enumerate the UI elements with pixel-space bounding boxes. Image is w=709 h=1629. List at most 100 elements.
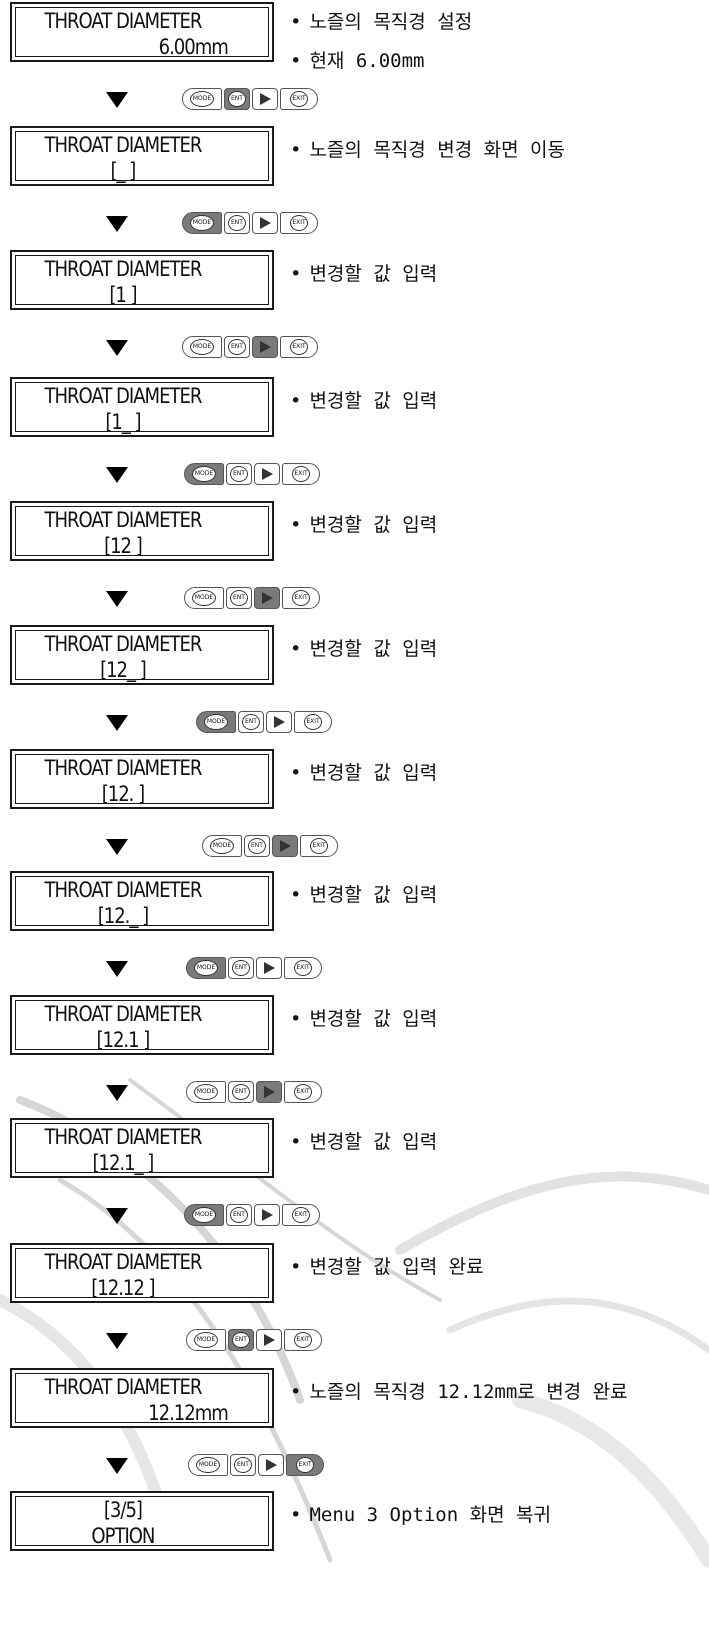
mode-key-label: MODE bbox=[192, 590, 216, 606]
enter-key-button[interactable]: ENT bbox=[244, 835, 270, 857]
bullet-icon: • bbox=[290, 263, 302, 285]
mode-key-button[interactable]: MODE bbox=[182, 212, 222, 234]
mode-key-button[interactable]: MODE bbox=[184, 463, 224, 485]
mode-key-label: MODE bbox=[190, 215, 214, 231]
description-text: 변경할 값 입력 bbox=[309, 514, 438, 536]
lcd-line-2: [1_ ] bbox=[105, 410, 141, 434]
enter-key-button[interactable]: ENT bbox=[226, 463, 252, 485]
exit-key-button[interactable]: EXIT bbox=[284, 957, 322, 979]
next-key-button[interactable] bbox=[254, 463, 280, 485]
description-text: 변경할 값 입력 bbox=[309, 884, 438, 906]
enter-key-button[interactable]: ENT bbox=[224, 336, 250, 358]
play-icon bbox=[264, 1086, 275, 1098]
mode-key-button[interactable]: MODE bbox=[182, 88, 222, 110]
lcd-display: THROAT DIAMETER[12_ ] bbox=[10, 625, 274, 685]
exit-key-label: EXIT bbox=[294, 1332, 312, 1348]
ent-key-label: ENT bbox=[228, 339, 246, 355]
exit-key-button[interactable]: EXIT bbox=[280, 88, 318, 110]
exit-key-button[interactable]: EXIT bbox=[282, 463, 320, 485]
enter-key-button[interactable]: ENT bbox=[224, 88, 250, 110]
mode-key-button[interactable]: MODE bbox=[184, 1204, 224, 1226]
enter-key-button[interactable]: ENT bbox=[228, 1329, 254, 1351]
next-key-button[interactable] bbox=[256, 1081, 282, 1103]
next-key-button[interactable] bbox=[252, 212, 278, 234]
step-description: •변경할 값 입력 bbox=[290, 513, 437, 537]
exit-key-label: EXIT bbox=[294, 1084, 312, 1100]
ent-key-label: ENT bbox=[230, 590, 248, 606]
next-key-button[interactable] bbox=[256, 1329, 282, 1351]
enter-key-button[interactable]: ENT bbox=[230, 1454, 256, 1476]
mode-key-button[interactable]: MODE bbox=[188, 1454, 228, 1476]
bullet-icon: • bbox=[290, 1381, 302, 1403]
bullet-icon: • bbox=[290, 1008, 302, 1030]
lcd-line-1: THROAT DIAMETER bbox=[44, 756, 202, 780]
lcd-display: THROAT DIAMETER[1_ ] bbox=[10, 377, 274, 437]
exit-key-button[interactable]: EXIT bbox=[284, 1329, 322, 1351]
enter-key-button[interactable]: ENT bbox=[226, 1204, 252, 1226]
enter-key-button[interactable]: ENT bbox=[226, 587, 252, 609]
exit-key-button[interactable]: EXIT bbox=[280, 212, 318, 234]
mode-key-button[interactable]: MODE bbox=[182, 336, 222, 358]
exit-key-button[interactable]: EXIT bbox=[294, 711, 332, 733]
lcd-line-2: [_ ] bbox=[110, 159, 137, 183]
play-icon bbox=[264, 962, 275, 974]
mode-key-button[interactable]: MODE bbox=[184, 587, 224, 609]
lcd-line-1: THROAT DIAMETER bbox=[44, 1375, 202, 1399]
enter-key-button[interactable]: ENT bbox=[224, 212, 250, 234]
next-key-button[interactable] bbox=[252, 88, 278, 110]
description-text: 변경할 값 입력 bbox=[309, 638, 438, 660]
next-key-button[interactable] bbox=[254, 1204, 280, 1226]
description-text: 현재 6.00mm bbox=[309, 50, 425, 72]
mode-key-button[interactable]: MODE bbox=[186, 1329, 226, 1351]
next-key-button[interactable] bbox=[252, 336, 278, 358]
next-key-button[interactable] bbox=[254, 587, 280, 609]
lcd-line-1: THROAT DIAMETER bbox=[44, 133, 202, 157]
step-description-2: • 현재 6.00mm bbox=[290, 49, 425, 73]
mode-key-button[interactable]: MODE bbox=[202, 835, 242, 857]
mode-key-label: MODE bbox=[210, 838, 234, 854]
lcd-display: THROAT DIAMETER[1 ] bbox=[10, 250, 274, 310]
step-description: • 노즐의 목직경 12.12mm로 변경 완료 bbox=[290, 1380, 628, 1404]
exit-key-label: EXIT bbox=[290, 91, 308, 107]
next-key-button[interactable] bbox=[258, 1454, 284, 1476]
play-icon bbox=[260, 217, 271, 229]
bullet-icon: • bbox=[290, 50, 302, 72]
play-icon bbox=[280, 840, 291, 852]
exit-key-button[interactable]: EXIT bbox=[282, 587, 320, 609]
next-key-button[interactable] bbox=[256, 957, 282, 979]
exit-key-button[interactable]: EXIT bbox=[282, 1204, 320, 1226]
lcd-line-2: [12._ ] bbox=[97, 904, 149, 928]
exit-key-button[interactable]: EXIT bbox=[300, 835, 338, 857]
play-icon bbox=[262, 468, 273, 480]
exit-key-label: EXIT bbox=[290, 339, 308, 355]
description-text: 노즐의 목직경 12.12mm로 변경 완료 bbox=[309, 1381, 628, 1403]
bullet-icon: • bbox=[290, 884, 302, 906]
description-text: 노즐의 목직경 변경 화면 이동 bbox=[309, 139, 565, 161]
enter-key-button[interactable]: ENT bbox=[228, 1081, 254, 1103]
lcd-line-2: [12 ] bbox=[104, 534, 143, 558]
lcd-line-1: THROAT DIAMETER bbox=[44, 257, 202, 281]
next-key-button[interactable] bbox=[272, 835, 298, 857]
mode-key-label: MODE bbox=[194, 1084, 218, 1100]
exit-key-button[interactable]: EXIT bbox=[286, 1454, 324, 1476]
lcd-line-2: 6.00mm bbox=[158, 35, 229, 59]
ent-key-label: ENT bbox=[234, 1457, 252, 1473]
step-description: •변경할 값 입력 bbox=[290, 1007, 437, 1031]
lcd-display: [3/5]OPTION bbox=[10, 1491, 274, 1551]
mode-key-label: MODE bbox=[204, 714, 228, 730]
enter-key-button[interactable]: ENT bbox=[238, 711, 264, 733]
exit-key-button[interactable]: EXIT bbox=[280, 336, 318, 358]
exit-key-label: EXIT bbox=[290, 215, 308, 231]
next-key-button[interactable] bbox=[266, 711, 292, 733]
ent-key-label: ENT bbox=[230, 1207, 248, 1223]
enter-key-button[interactable]: ENT bbox=[228, 957, 254, 979]
mode-key-button[interactable]: MODE bbox=[196, 711, 236, 733]
lcd-line-2: [12. ] bbox=[101, 782, 145, 806]
bullet-icon: • bbox=[290, 762, 302, 784]
lcd-display: THROAT DIAMETER[12 ] bbox=[10, 501, 274, 561]
exit-key-button[interactable]: EXIT bbox=[284, 1081, 322, 1103]
ent-key-label: ENT bbox=[228, 91, 246, 107]
mode-key-button[interactable]: MODE bbox=[186, 1081, 226, 1103]
mode-key-button[interactable]: MODE bbox=[186, 957, 226, 979]
